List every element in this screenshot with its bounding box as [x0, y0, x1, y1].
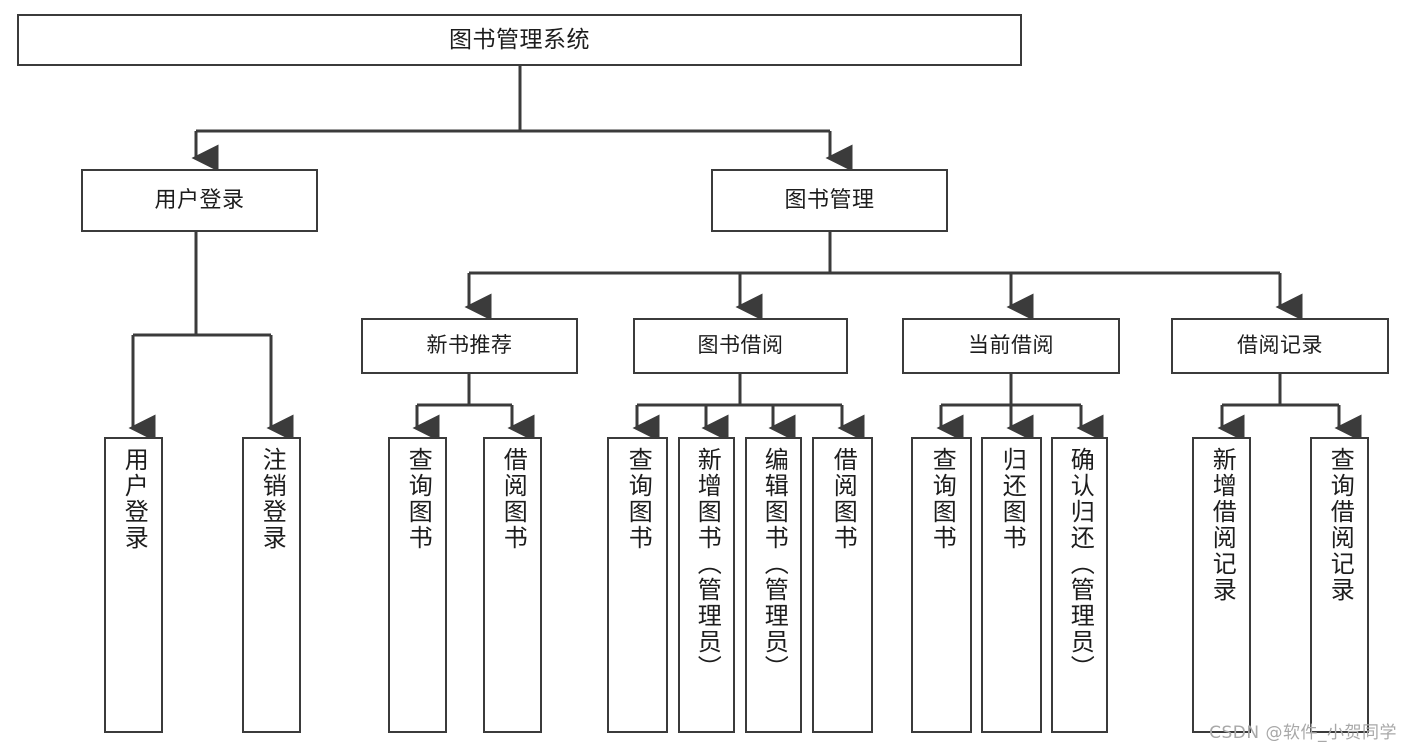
node-user-login[interactable]: 用户登录	[81, 169, 318, 232]
leaf-query-borrow-record[interactable]: 查询借阅记录	[1310, 437, 1369, 733]
node-new-book-recommend[interactable]: 新书推荐	[361, 318, 578, 374]
node-label: 编辑图书（管理员）	[760, 447, 789, 681]
node-label: 新增借阅记录	[1208, 447, 1237, 603]
leaf-borrow-book-recommend[interactable]: 借阅图书	[483, 437, 542, 733]
node-label: 借阅图书	[499, 447, 528, 551]
leaf-borrow-book[interactable]: 借阅图书	[812, 437, 873, 733]
node-label: 归还图书	[998, 447, 1027, 551]
node-label: 确认归还（管理员）	[1066, 447, 1095, 681]
leaf-query-book-current[interactable]: 查询图书	[911, 437, 972, 733]
node-label: 查询图书	[404, 447, 433, 551]
leaf-query-book-recommend[interactable]: 查询图书	[388, 437, 447, 733]
leaf-edit-book-admin[interactable]: 编辑图书（管理员）	[745, 437, 802, 733]
node-label: 新书推荐	[426, 333, 513, 358]
node-label: 查询图书	[624, 447, 653, 551]
node-label: 图书借阅	[697, 333, 784, 358]
node-book-management[interactable]: 图书管理	[711, 169, 948, 232]
node-book-borrow[interactable]: 图书借阅	[633, 318, 848, 374]
leaf-query-book-borrow[interactable]: 查询图书	[607, 437, 668, 733]
watermark: CSDN @软件_小贺同学	[1209, 723, 1397, 743]
node-current-borrow[interactable]: 当前借阅	[902, 318, 1120, 374]
node-root-book-management-system[interactable]: 图书管理系统	[17, 14, 1022, 66]
node-label: 用户登录	[120, 447, 149, 551]
leaf-logout[interactable]: 注销登录	[242, 437, 301, 733]
node-label: 注销登录	[258, 447, 287, 551]
leaf-add-borrow-record[interactable]: 新增借阅记录	[1192, 437, 1251, 733]
node-label: 图书管理系统	[449, 26, 590, 53]
leaf-add-book-admin[interactable]: 新增图书（管理员）	[678, 437, 735, 733]
node-label: 用户登录	[154, 187, 245, 213]
node-label: 当前借阅	[968, 333, 1054, 358]
node-label: 查询借阅记录	[1326, 447, 1355, 603]
node-label: 查询图书	[928, 447, 957, 551]
leaf-confirm-return-admin[interactable]: 确认归还（管理员）	[1051, 437, 1108, 733]
node-label: 新增图书（管理员）	[693, 447, 722, 681]
node-label: 借阅图书	[829, 447, 858, 551]
node-borrow-record[interactable]: 借阅记录	[1171, 318, 1389, 374]
node-label: 图书管理	[784, 187, 875, 213]
leaf-return-book[interactable]: 归还图书	[981, 437, 1042, 733]
leaf-user-login[interactable]: 用户登录	[104, 437, 163, 733]
node-label: 借阅记录	[1237, 333, 1323, 358]
